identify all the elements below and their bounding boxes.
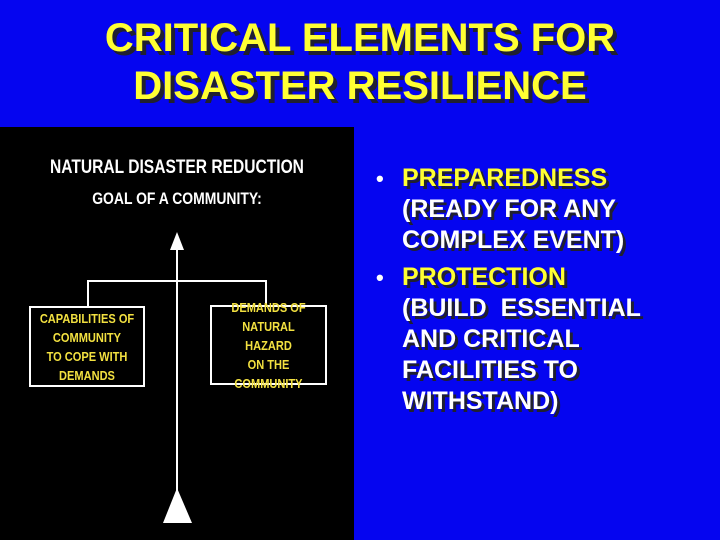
box-text: NATURAL HAZARD <box>242 318 295 353</box>
bullet-detail: FACILITIES TO <box>402 356 578 384</box>
bullet-label: PROTECTION <box>402 263 566 291</box>
title-line-1: CRITICAL ELEMENTS FOR <box>104 16 616 60</box>
balance-scale-lines <box>87 232 267 523</box>
box-text: CAPABILITIES OF <box>39 310 135 326</box>
title-line-2: DISASTER RESILIENCE <box>133 64 587 108</box>
capabilities-box: CAPABILITIES OF COMMUNITY TO COPE WITH D… <box>29 306 145 387</box>
bullet-detail: WITHSTAND) <box>402 387 559 415</box>
diagram-heading-1: NATURAL DISASTER REDUCTION <box>50 157 304 178</box>
fulcrum-triangle-icon <box>163 488 192 523</box>
bullet-detail: (BUILD ESSENTIAL <box>402 294 641 322</box>
bullet-detail: (READY FOR ANY <box>402 195 616 223</box>
balance-diagram-image: NATURAL DISASTER REDUCTION GOAL OF A COM… <box>0 127 354 540</box>
bullet-label: PREPAREDNESS <box>402 164 608 192</box>
box-text: TO COPE WITH <box>46 348 128 364</box>
bullet-detail: COMPLEX EVENT) <box>402 226 625 254</box>
bullet-detail: AND CRITICAL <box>402 325 580 353</box>
up-arrow-icon <box>170 232 184 250</box>
box-text: DEMANDS OF <box>231 299 306 315</box>
demands-box: DEMANDS OF NATURAL HAZARD ON THE COMMUNI… <box>210 300 327 391</box>
bullet-protection: • PROTECTION (BUILD ESSENTIAL AND CRITIC… <box>374 262 720 417</box>
balance-beam <box>87 280 267 307</box>
bullet-dot-icon: • <box>376 265 384 290</box>
bullet-list: • PREPAREDNESS (READY FOR ANY COMPLEX EV… <box>374 163 720 423</box>
box-text: ON THE <box>247 356 290 372</box>
diagram-heading-2: GOAL OF A COMMUNITY: <box>92 189 262 208</box>
box-text: DEMANDS <box>59 367 115 383</box>
slide-title: CRITICAL ELEMENTS FOR DISASTER RESILIENC… <box>0 14 720 110</box>
box-text: COMMUNITY <box>52 329 122 345</box>
bullet-preparedness: • PREPAREDNESS (READY FOR ANY COMPLEX EV… <box>374 163 720 256</box>
bullet-dot-icon: • <box>376 166 384 191</box>
box-text: COMMUNITY <box>234 375 303 391</box>
